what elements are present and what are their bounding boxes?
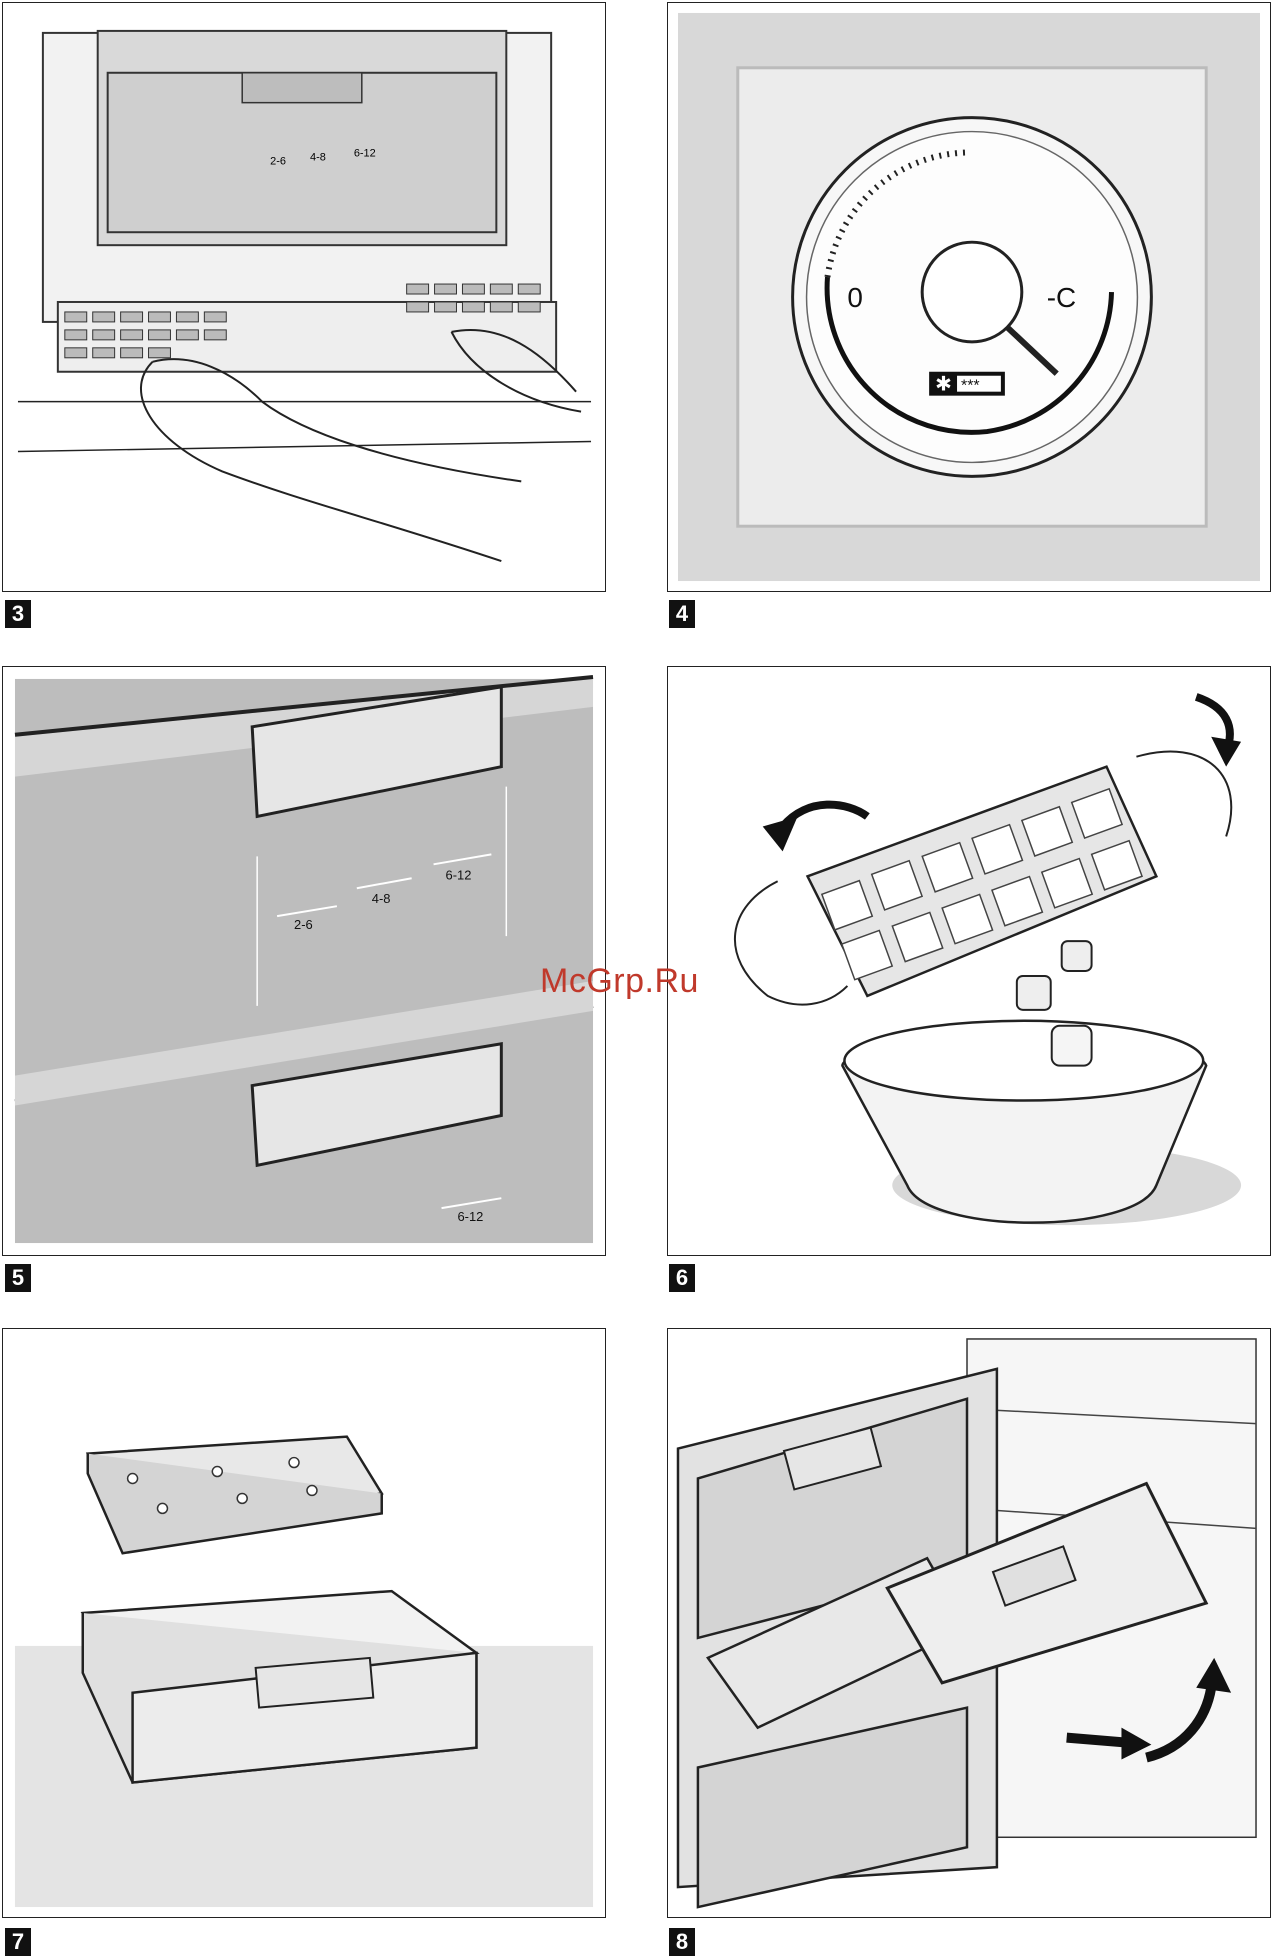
- drawer-label-4-8: 4-8: [310, 151, 326, 163]
- illustration-panel-7: [2, 1328, 606, 1918]
- drawer-label-6-12-lower: 6-12: [457, 1209, 483, 1224]
- drawer-label-2-6: 2-6: [294, 917, 313, 932]
- figure-number-8: 8: [669, 1928, 695, 1956]
- temperature-dial-illustration: 0 -C ✱ ***: [668, 3, 1270, 591]
- freezer-drawers-illustration: 2-6 4-8 6-12 6-12: [3, 667, 605, 1255]
- ice-pack-and-drawer-illustration: [3, 1329, 605, 1917]
- figure-number-5: 5: [5, 1264, 31, 1292]
- dial-cold-label: -C: [1047, 282, 1076, 313]
- figure-number-4: 4: [669, 600, 695, 628]
- illustration-panel-5: 2-6 4-8 6-12 6-12: [2, 666, 606, 1256]
- illustration-panel-3: 2-6 4-8 6-12: [2, 2, 606, 592]
- illustration-panel-4: 0 -C ✱ ***: [667, 2, 1271, 592]
- watermark-text: McGrp.Ru: [540, 962, 699, 1001]
- ice-cube-tray-illustration: [668, 667, 1270, 1255]
- illustration-panel-6: [667, 666, 1271, 1256]
- freezer-vents-illustration: 2-6 4-8 6-12: [3, 3, 605, 591]
- drawer-label-6-12: 6-12: [446, 867, 472, 882]
- illustration-panel-8: [667, 1328, 1271, 1918]
- dial-zero-label: 0: [847, 282, 863, 313]
- figure-number-3: 3: [5, 600, 31, 628]
- snowflake-icon: ✱: [935, 374, 952, 396]
- star-rating-label: ***: [961, 378, 980, 395]
- drawer-label-2-6: 2-6: [270, 155, 286, 167]
- drawer-label-4-8: 4-8: [372, 891, 391, 906]
- figure-number-7: 7: [5, 1928, 31, 1956]
- figure-number-6: 6: [669, 1264, 695, 1292]
- drawer-removal-illustration: [668, 1329, 1270, 1917]
- drawer-label-6-12: 6-12: [354, 147, 376, 159]
